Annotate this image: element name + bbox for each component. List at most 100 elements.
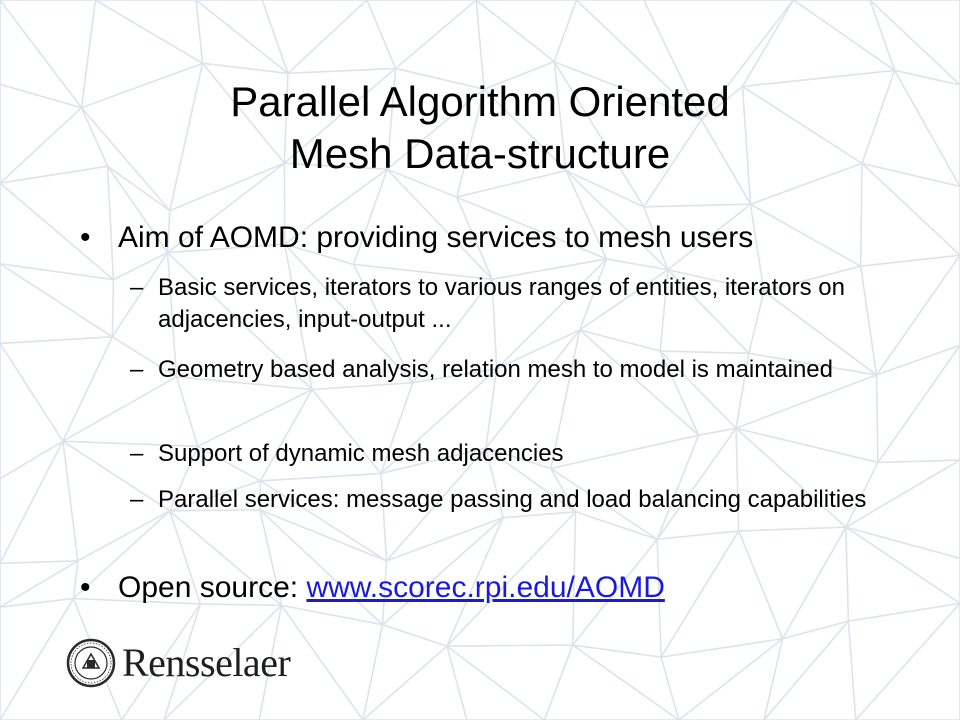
mesh-edge (169, 63, 204, 211)
mesh-edge (284, 162, 388, 171)
mesh-edge (380, 368, 498, 475)
mesh-edge (656, 434, 700, 540)
mesh-edge (0, 165, 108, 184)
aomd-website-link[interactable]: www.scorec.rpi.edu/AOMD (306, 571, 665, 604)
mesh-edge (496, 329, 581, 370)
mesh-edge (700, 119, 752, 205)
title-line-2: Mesh Data-structure (289, 130, 671, 177)
mesh-edge (362, 645, 448, 720)
mesh-edge (312, 381, 413, 391)
mesh-edge (166, 210, 171, 253)
mesh-edge (366, 0, 397, 69)
mesh-edge (386, 68, 397, 170)
rensselaer-wordmark: Rensselaer (122, 640, 291, 685)
mesh-edge (698, 427, 737, 436)
mesh-edge (260, 472, 382, 482)
mesh-edge (550, 329, 581, 469)
mesh-edge (748, 352, 877, 376)
mesh-edge (876, 344, 960, 376)
mesh-edge (352, 264, 414, 384)
mesh-edge (0, 440, 64, 480)
mesh-edge (861, 162, 960, 256)
mesh-edge (107, 165, 171, 212)
mesh-edge (496, 258, 608, 370)
mesh-edge (261, 0, 289, 74)
mesh-edge (412, 368, 497, 384)
mesh-edge (175, 376, 199, 447)
mesh-edge (763, 638, 784, 720)
mesh-edge (742, 85, 863, 165)
mesh-edge (72, 560, 79, 599)
mesh-edge (111, 252, 169, 338)
mesh-edge (106, 166, 115, 280)
mesh-edge (656, 539, 662, 658)
mesh-edge (455, 196, 493, 280)
mesh-edge (259, 509, 387, 562)
mesh-edge (859, 163, 863, 267)
mesh-edge (62, 440, 198, 448)
mesh-edge (195, 0, 289, 74)
sub-bullet-dash: – (130, 356, 144, 383)
mesh-edge (572, 644, 662, 658)
mesh-edge (446, 511, 577, 647)
mesh-edge (565, 170, 608, 260)
mesh-edge (283, 67, 397, 164)
mesh-edge (553, 60, 702, 121)
mesh-edge (259, 480, 387, 562)
mesh-edge (659, 269, 669, 352)
mesh-edge (656, 427, 737, 540)
mesh-edge (483, 60, 555, 90)
mesh-edge (0, 440, 64, 564)
mesh-edge (659, 350, 737, 429)
mesh-edge (735, 427, 847, 528)
mesh-edge (284, 243, 354, 266)
mesh-edge (352, 169, 388, 265)
mesh-edge (80, 0, 97, 108)
mesh-edge (660, 656, 680, 720)
mesh-edge (169, 445, 199, 512)
mesh-edge (741, 0, 795, 87)
mesh-edge (643, 206, 669, 271)
mesh-edge (877, 344, 960, 463)
mesh-edge (572, 644, 680, 720)
mesh-edge (565, 169, 669, 271)
mesh-edge (875, 254, 960, 376)
mesh-edge (169, 510, 283, 606)
open-source-label: Open source: (118, 571, 307, 604)
mesh-edge (353, 263, 493, 281)
mesh-edge (0, 107, 83, 184)
mesh-edge (869, 0, 960, 86)
mesh-edge (0, 342, 64, 442)
mesh-edge (72, 510, 171, 600)
mesh-edge (197, 388, 313, 448)
mesh-edge (667, 268, 765, 293)
mesh-edge (667, 269, 750, 354)
mesh-edge (855, 602, 960, 720)
mesh-edge (106, 165, 169, 254)
mesh-edge (845, 459, 960, 528)
mesh-edge (503, 510, 576, 519)
mesh-edge (0, 182, 114, 281)
mesh-edge (579, 329, 700, 436)
mesh-edge (381, 517, 504, 626)
mesh-edge (113, 251, 168, 281)
mesh-edge (550, 434, 699, 470)
mesh-edge (860, 254, 960, 267)
mesh-edge (386, 168, 458, 198)
mesh-edge (386, 168, 493, 280)
mesh-edge (763, 620, 850, 720)
mesh-edge (763, 265, 861, 293)
bullet-text: Open source: www.scorec.rpi.edu/AOMD (118, 570, 665, 606)
mesh-edge (169, 480, 261, 512)
mesh-edge (749, 204, 765, 292)
mesh-edge (657, 530, 739, 541)
sub-item-text: Geometry based analysis, relation mesh t… (158, 356, 833, 383)
mesh-edge (660, 637, 783, 658)
mesh-edge (62, 440, 171, 512)
mesh-edge (446, 644, 573, 647)
mesh-edge (606, 258, 668, 271)
mesh-edge (284, 243, 414, 384)
mesh-edge (259, 509, 283, 606)
